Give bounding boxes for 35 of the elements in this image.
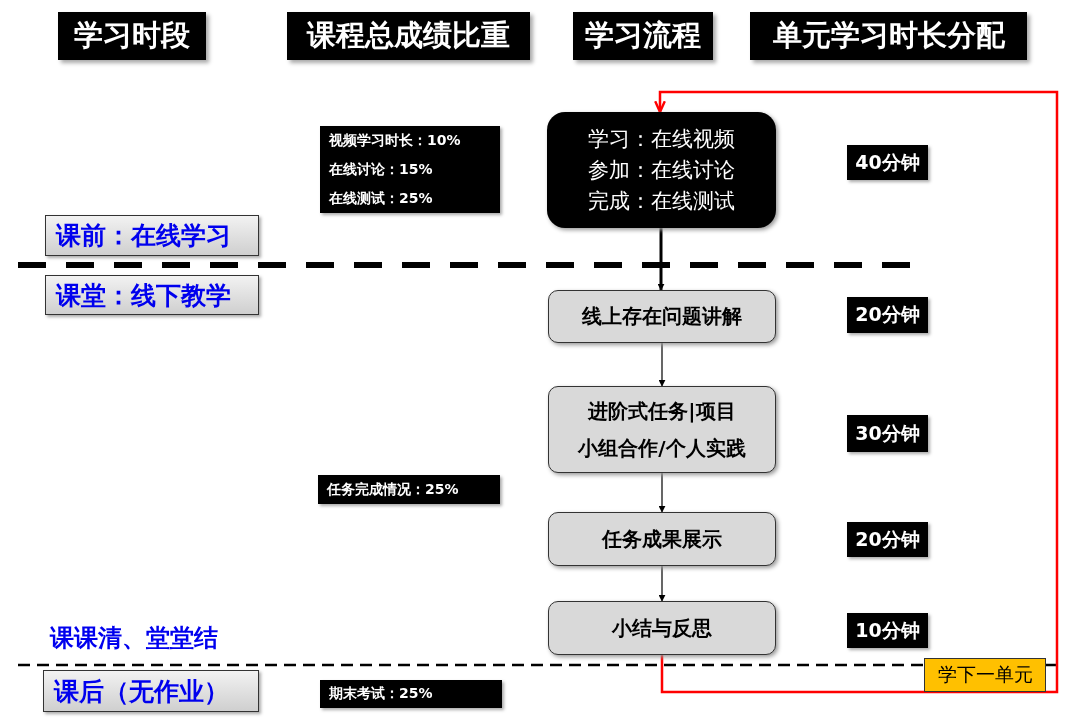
arrow <box>657 228 665 291</box>
text-line: 在线测试：25% <box>329 189 433 208</box>
process-box: 小结与反思 <box>548 601 776 655</box>
arrow <box>654 90 1059 694</box>
text-line: 小组合作/个人实践 <box>578 434 746 462</box>
weight-box: 任务完成情况：25% <box>318 475 500 504</box>
process-box: 线上存在问题讲解 <box>548 290 776 343</box>
process-box <box>547 112 776 228</box>
process-box: 任务成果展示 <box>548 512 776 566</box>
slogan-text: 课课清、堂堂结 <box>50 622 218 654</box>
stage-box: 课堂：线下教学 <box>45 275 259 315</box>
column-header: 学习流程 <box>573 12 713 60</box>
process-box <box>548 386 776 473</box>
text-line: 视频学习时长：10% <box>329 131 461 150</box>
duration-box: 30分钟 <box>847 415 928 452</box>
duration-box: 20分钟 <box>847 522 928 557</box>
arrow <box>658 565 666 602</box>
arrow <box>658 472 666 513</box>
text-line: 进阶式任务|项目 <box>588 397 736 425</box>
text-line: 完成：在线测试 <box>588 187 735 215</box>
duration-box: 20分钟 <box>847 297 928 333</box>
stage-box: 课前：在线学习 <box>45 215 259 256</box>
arrow <box>658 342 666 387</box>
column-header: 课程总成绩比重 <box>287 12 530 60</box>
stage-box: 课后（无作业） <box>43 670 259 712</box>
duration-box: 10分钟 <box>847 613 928 648</box>
text-line: 在线讨论：15% <box>329 160 433 179</box>
edge-label: 学下一单元 <box>924 658 1046 692</box>
text-line: 参加：在线讨论 <box>588 156 735 184</box>
weight-box <box>320 126 500 213</box>
column-header: 学习时段 <box>58 12 206 60</box>
column-header: 单元学习时长分配 <box>750 12 1027 60</box>
text-line: 学习：在线视频 <box>588 125 735 153</box>
duration-box: 40分钟 <box>847 145 928 180</box>
weight-box: 期末考试：25% <box>320 680 502 708</box>
